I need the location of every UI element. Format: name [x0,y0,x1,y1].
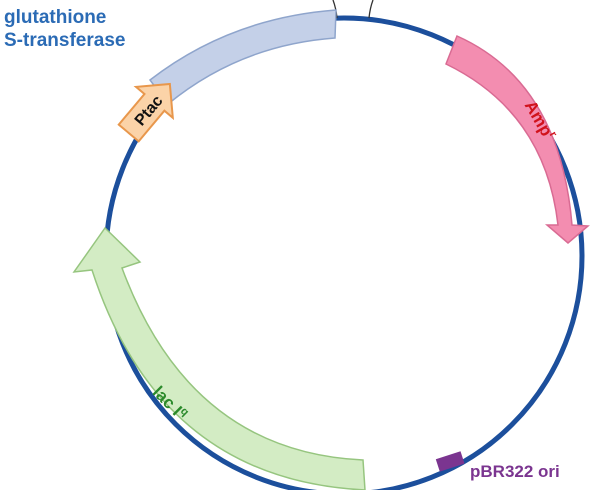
laciq-gene-arrow [72,226,366,490]
amp-gene-arrow [445,34,590,244]
gst-label-line2: S-transferase [4,30,126,51]
ori-marker [435,451,465,472]
amp-label-superscript: r [547,130,560,140]
ori-label: pBR322 ori [470,462,560,481]
mcs-bracket-left [332,0,338,19]
gst-gene-arc [148,9,337,106]
gst-label: glutathione S-transferase [4,6,125,52]
mcs-bracket-right [368,0,374,19]
gst-label-line1: glutathione [4,7,107,28]
